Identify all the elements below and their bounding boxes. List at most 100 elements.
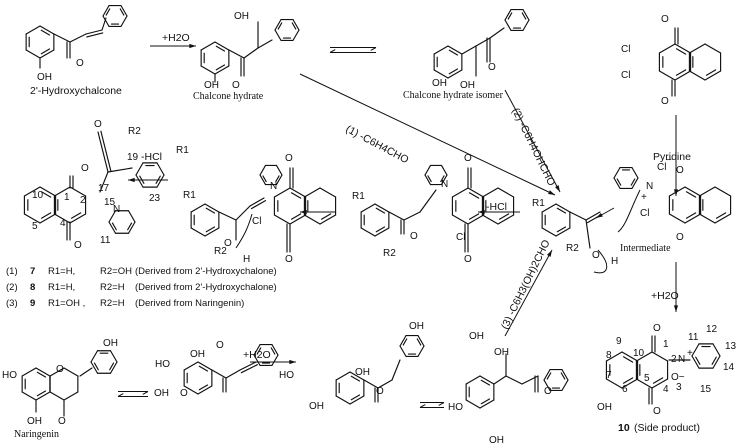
arrow-h2o-2-head [673, 305, 679, 312]
ring-bond [69, 213, 87, 224]
ring-bond [21, 367, 37, 377]
ring-double-bond [270, 347, 276, 355]
atom-o: O [224, 238, 232, 249]
reagent-hcl-1: -HCl [141, 151, 162, 163]
ring-double-bond [70, 212, 82, 219]
reagent-path-3: (3) -C6H3(OH)2CHO [499, 238, 553, 331]
atom-cl: Cl [252, 216, 261, 227]
atom-oh: OH [309, 401, 324, 412]
ring-bond [621, 378, 639, 389]
ring-double-bond [40, 191, 52, 198]
ring-double-bond [40, 48, 51, 55]
bond [218, 211, 237, 221]
ring-double-bond [616, 178, 622, 186]
ring-bond [712, 343, 721, 357]
svg-text:9: 9 [30, 298, 35, 309]
text-labels: 2'-Hydroxychalcone Chalcone hydrate Chal… [2, 11, 737, 445]
ring-double-bond [468, 213, 480, 220]
arrow-path-2 [504, 89, 561, 193]
ring-double-bond [215, 64, 226, 71]
eq-isomer-2-barb [419, 404, 426, 408]
atom-o: O [676, 232, 684, 243]
bond [521, 375, 539, 385]
ring-bond [605, 378, 623, 389]
svg-text:8: 8 [30, 282, 35, 293]
arrow-hcl-1-head [128, 177, 135, 183]
bond [97, 131, 109, 173]
ring-bond [204, 227, 220, 237]
bond [228, 49, 245, 59]
reaction-arrows [117, 43, 679, 408]
ring-bond [688, 43, 706, 54]
ring-bond [674, 70, 692, 81]
num-8: 8 [606, 350, 612, 361]
ring-bond [440, 174, 448, 186]
double-bond [100, 130, 112, 172]
atom-o: O [94, 119, 102, 130]
ring-bond [120, 5, 128, 17]
ring-bond [108, 210, 117, 223]
bond [461, 45, 477, 55]
ring-bond [200, 65, 216, 75]
ring-double-bond [111, 222, 117, 231]
atom-o: O [464, 254, 472, 265]
ring-double-bond [205, 226, 216, 233]
ring-bond [714, 213, 732, 224]
atom-oh: OH [234, 11, 249, 22]
atom-r2: R2 [128, 126, 141, 137]
eq-isomer-barb [370, 47, 377, 51]
atom-n: N [270, 181, 277, 192]
ring-bond [53, 213, 71, 224]
atom-o: O [58, 416, 66, 427]
atom-oh: OH [27, 416, 42, 427]
num-4: 4 [663, 384, 669, 395]
ring-bond [127, 210, 136, 223]
bond [475, 37, 491, 47]
atom-oh: OH [190, 349, 205, 360]
atom-o: O [285, 153, 293, 164]
num-17: 17 [98, 183, 110, 194]
atom-o: O [81, 163, 89, 174]
label-chalcone-hydrate-isomer: Chalcone hydrate isomer [403, 90, 504, 101]
ring-bond [504, 9, 512, 21]
atom-o: O [56, 364, 64, 375]
svg-text:R1=OH ,: R1=OH , [48, 298, 85, 309]
atom-n: N [646, 181, 653, 192]
reagent-hcl-2: -HCl [486, 201, 507, 213]
atom-oh: OH [103, 338, 118, 349]
ring-bond [691, 343, 700, 357]
bond [489, 27, 505, 39]
ring-bond [451, 214, 469, 225]
ring-bond [658, 43, 676, 54]
num-5: 5 [644, 373, 650, 384]
ring-double-bond [275, 175, 280, 183]
eq-ring-open-barb [142, 391, 149, 395]
ring-double-bond [468, 192, 480, 199]
ring-bond [541, 227, 557, 237]
ring-bond [289, 214, 307, 225]
bond [53, 33, 71, 43]
label-side-product-number: 10 [618, 422, 630, 434]
ring-bond [712, 355, 721, 369]
ring-bond [399, 335, 407, 347]
ring-bond [417, 335, 425, 347]
num-2: 2 [80, 195, 86, 206]
double-bond [250, 200, 267, 210]
ring-bond [39, 186, 57, 197]
ring-bond [35, 367, 51, 377]
ring-double-bond [375, 207, 386, 214]
ring-bond [467, 214, 485, 225]
atom-r1: R1 [183, 190, 196, 201]
ring-double-bond [715, 212, 727, 219]
ring-bond [273, 214, 291, 225]
atom-o: O [285, 254, 293, 265]
ring-bond [651, 351, 669, 362]
ring-bond [433, 69, 449, 79]
bond [403, 211, 421, 221]
double-bond [86, 32, 104, 38]
ring-bond [522, 19, 530, 31]
ring-bond [156, 162, 165, 176]
atom-o: O [216, 340, 224, 351]
ring-double-bond [480, 379, 491, 386]
ring-bond [273, 187, 291, 198]
